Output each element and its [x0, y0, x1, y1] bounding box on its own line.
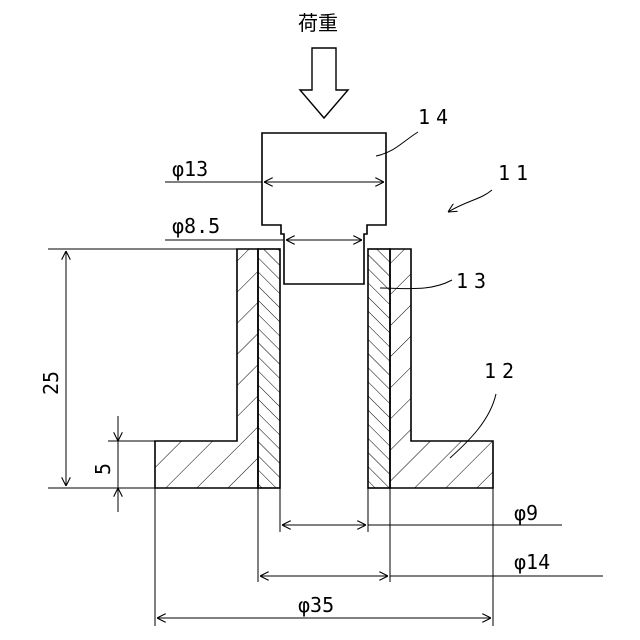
base-part	[155, 249, 493, 488]
dim-bore-label: φ9	[514, 501, 538, 525]
leader-punch	[376, 132, 418, 156]
dim-sleeve-outer-label: φ14	[514, 550, 550, 574]
label-punch: 14	[418, 105, 454, 129]
dim-punch-width-label: φ13	[172, 157, 208, 181]
dim-punch-tip-label: φ8.5	[172, 214, 220, 238]
leader-assembly	[448, 190, 492, 212]
dim-flange-height-label: 5	[91, 463, 115, 475]
dim-height-total-label: 25	[39, 371, 63, 395]
dim-sleeve-outer	[258, 488, 603, 582]
label-base: 12	[484, 359, 520, 383]
sleeve-part	[258, 249, 390, 488]
label-assembly: 11	[498, 161, 534, 185]
dim-base-width-label: φ35	[298, 593, 334, 617]
label-sleeve: 13	[456, 269, 492, 293]
load-arrow	[300, 48, 348, 118]
load-label: 荷重	[298, 11, 338, 35]
dim-flange-height	[108, 416, 155, 512]
